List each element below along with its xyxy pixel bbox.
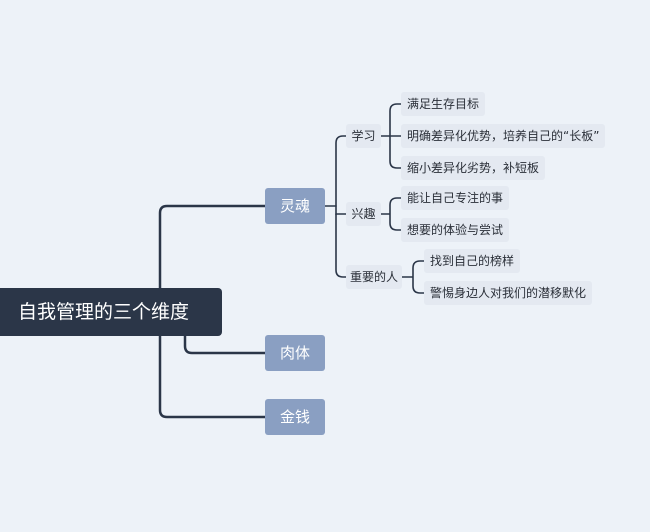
branch-money[interactable]: 金钱 — [265, 399, 325, 435]
leaf-experiences[interactable]: 想要的体验与尝试 — [401, 218, 510, 242]
branch-body[interactable]: 肉体 — [265, 335, 325, 371]
connector-interest-leaves — [380, 197, 402, 231]
branch-soul[interactable]: 灵魂 — [265, 188, 325, 224]
connector-soul-people — [335, 213, 347, 278]
subtopic-interest[interactable]: 兴趣 — [346, 202, 381, 226]
leaf-survival-goals[interactable]: 满足生存目标 — [401, 92, 486, 116]
connector-study-leaves — [380, 103, 402, 169]
connector-soul-study — [324, 135, 347, 207]
leaf-influence[interactable]: 警惕身边人对我们的潜移默化 — [424, 281, 593, 305]
leaf-strengths[interactable]: 明确差异化优势，培养自己的“长板” — [401, 124, 606, 148]
connector-root-body — [183, 334, 267, 355]
connector-soul-interest — [335, 205, 347, 215]
subtopic-important-people[interactable]: 重要的人 — [346, 265, 402, 289]
leaf-role-model[interactable]: 找到自己的榜样 — [424, 249, 521, 273]
leaf-focus-things[interactable]: 能让自己专注的事 — [401, 186, 510, 210]
subtopic-study[interactable]: 学习 — [346, 124, 381, 148]
connector-root-soul — [158, 204, 267, 290]
leaf-weaknesses[interactable]: 缩小差异化劣势，补短板 — [401, 156, 546, 180]
root-topic[interactable]: 自我管理的三个维度 — [0, 288, 222, 336]
connector-people-leaves — [401, 260, 425, 294]
connector-root-money — [158, 334, 267, 419]
